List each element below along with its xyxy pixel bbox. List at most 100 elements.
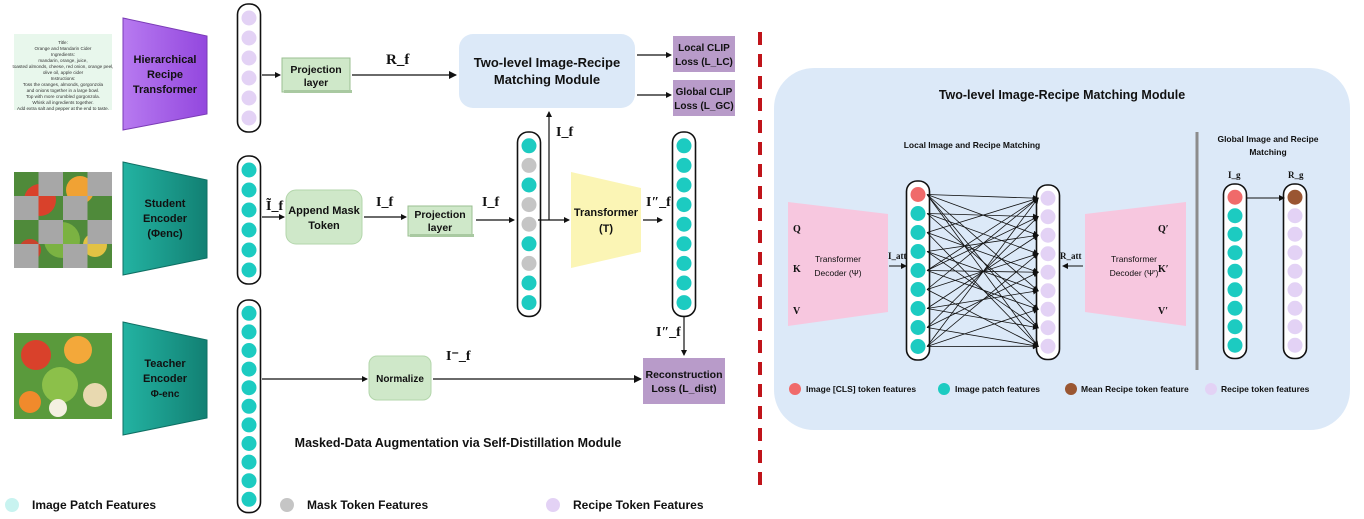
svg-text:Matching: Matching [1249,147,1286,157]
svg-text:Local CLIP: Local CLIP [678,43,730,54]
right-symbols: I_att R_att I_g R_g [888,170,1304,261]
mask-square [87,172,112,196]
svg-text:Recipe token features: Recipe token features [1221,384,1310,394]
svg-text:Φ-enc: Φ-enc [151,389,180,400]
token-circle [1287,189,1303,205]
svg-text:I_f: I_f [376,195,393,210]
teacher-encoder: Teacher Encoder Φ-enc [122,321,208,436]
svg-text:K: K [793,264,801,275]
projection-layer-top: Projection layer [281,57,352,93]
legend-mask-swatch [280,498,294,512]
cross-attention-line [926,270,1039,311]
svg-text:Two-level Image-Recipe Matchin: Two-level Image-Recipe Matching Module [939,88,1185,102]
token-circle [910,263,926,278]
svg-text:V′: V′ [1158,306,1168,317]
teacher-feature-column [236,299,262,514]
token-circle [521,216,537,232]
global-clip-loss: Global CLIP Loss (L_GC) [673,80,735,116]
svg-text:Decoder (Ψ): Decoder (Ψ) [814,268,861,278]
token-circle [1227,282,1243,298]
token-circle [241,70,257,86]
recipe-thumb-line: olive oil, apple cider [43,70,84,75]
token-circle [1040,246,1056,262]
token-circle [1287,226,1303,242]
recipe-thumb-line: Instructions: [51,76,76,81]
token-circle [1040,338,1056,354]
recipe-feature-column [236,3,262,133]
cross-attention-line [926,213,1039,310]
svg-text:layer: layer [304,77,329,89]
svg-text:Encoder: Encoder [143,213,188,225]
student-encoder: Student Encoder (Φenc) [122,161,208,276]
token-circle [241,361,257,377]
svg-text:Loss (L_GC): Loss (L_GC) [674,101,733,112]
cross-attention-line [926,196,1039,233]
token-circle [241,343,257,358]
svg-text:Teacher: Teacher [144,358,186,370]
svg-text:Transformer: Transformer [574,207,639,219]
token-circle [241,398,257,414]
svg-text:layer: layer [428,222,453,234]
recipe-thumb-line: mandarin, orange, juice, [38,58,87,63]
svg-text:Projection: Projection [414,209,465,221]
token-circle [1287,319,1303,335]
token-circle [521,295,537,311]
svg-text:Local Image and Recipe Matchin: Local Image and Recipe Matching [904,140,1041,150]
svg-text:(Φenc): (Φenc) [147,228,183,240]
svg-text:Projection: Projection [290,64,341,76]
token-circle [241,10,257,26]
right-arrows [889,195,1285,269]
token-circle [521,138,537,154]
token-circle [241,454,257,470]
token-circle [241,491,257,507]
recipe-thumb-line: Add extra salt and pepper at the end to … [17,106,109,111]
reconstruction-loss: Reconstruction Loss (L_dist) [643,358,725,404]
mask-square [14,196,39,220]
local-clip-loss: Local CLIP Loss (L_LC) [673,36,735,72]
masked-food-image [14,172,112,268]
mask-square [38,172,63,196]
token-circle [521,157,537,173]
token-circle [1227,337,1243,353]
transformer-output-column [671,131,697,318]
token-circle [910,244,926,259]
global-recipe-column [1282,183,1308,360]
svg-text:Global CLIP: Global CLIP [676,87,733,98]
recipe-thumb-line: Title: [58,40,68,45]
svg-text:Student: Student [145,198,186,210]
svg-text:Hierarchical: Hierarchical [134,54,197,66]
svg-text:Q: Q [793,224,801,235]
matching-module-box: Two-level Image-Recipe Matching Module [459,34,635,108]
token-circle [1227,245,1243,261]
recipe-thumb-line: Orange and Mandarin Cider [35,46,92,51]
svg-text:Transformer: Transformer [815,254,861,264]
masked-token-column [516,131,542,318]
token-circle [1040,264,1056,280]
token-circle [521,275,537,291]
token-circle [676,275,692,291]
svg-text:I″_f: I″_f [656,325,681,340]
svg-text:I_f: I_f [482,195,499,210]
cross-attention-line [926,232,1039,274]
token-circle [521,255,537,271]
svg-text:I_att: I_att [888,251,907,261]
feature-token-columns [236,3,697,514]
token-circle [1287,208,1303,224]
token-circle [521,236,537,252]
svg-text:Recipe: Recipe [147,69,183,81]
token-circle [910,339,926,354]
svg-text:Two-level Image-Recipe: Two-level Image-Recipe [474,55,620,70]
token-circle [910,320,926,335]
cross-attention-line [926,197,1039,271]
svg-text:Image Patch Features: Image Patch Features [32,498,156,512]
token-circle [241,473,257,489]
token-circle [1287,300,1303,316]
token-circle [521,177,537,193]
svg-text:R_f: R_f [386,52,410,68]
token-circle [676,197,692,213]
cross-attention-line [926,194,1039,292]
token-circle [241,262,257,278]
cross-attention-line [926,197,1039,290]
cross-attention-lines [926,194,1039,350]
svg-text:I⁻_f: I⁻_f [446,349,471,364]
